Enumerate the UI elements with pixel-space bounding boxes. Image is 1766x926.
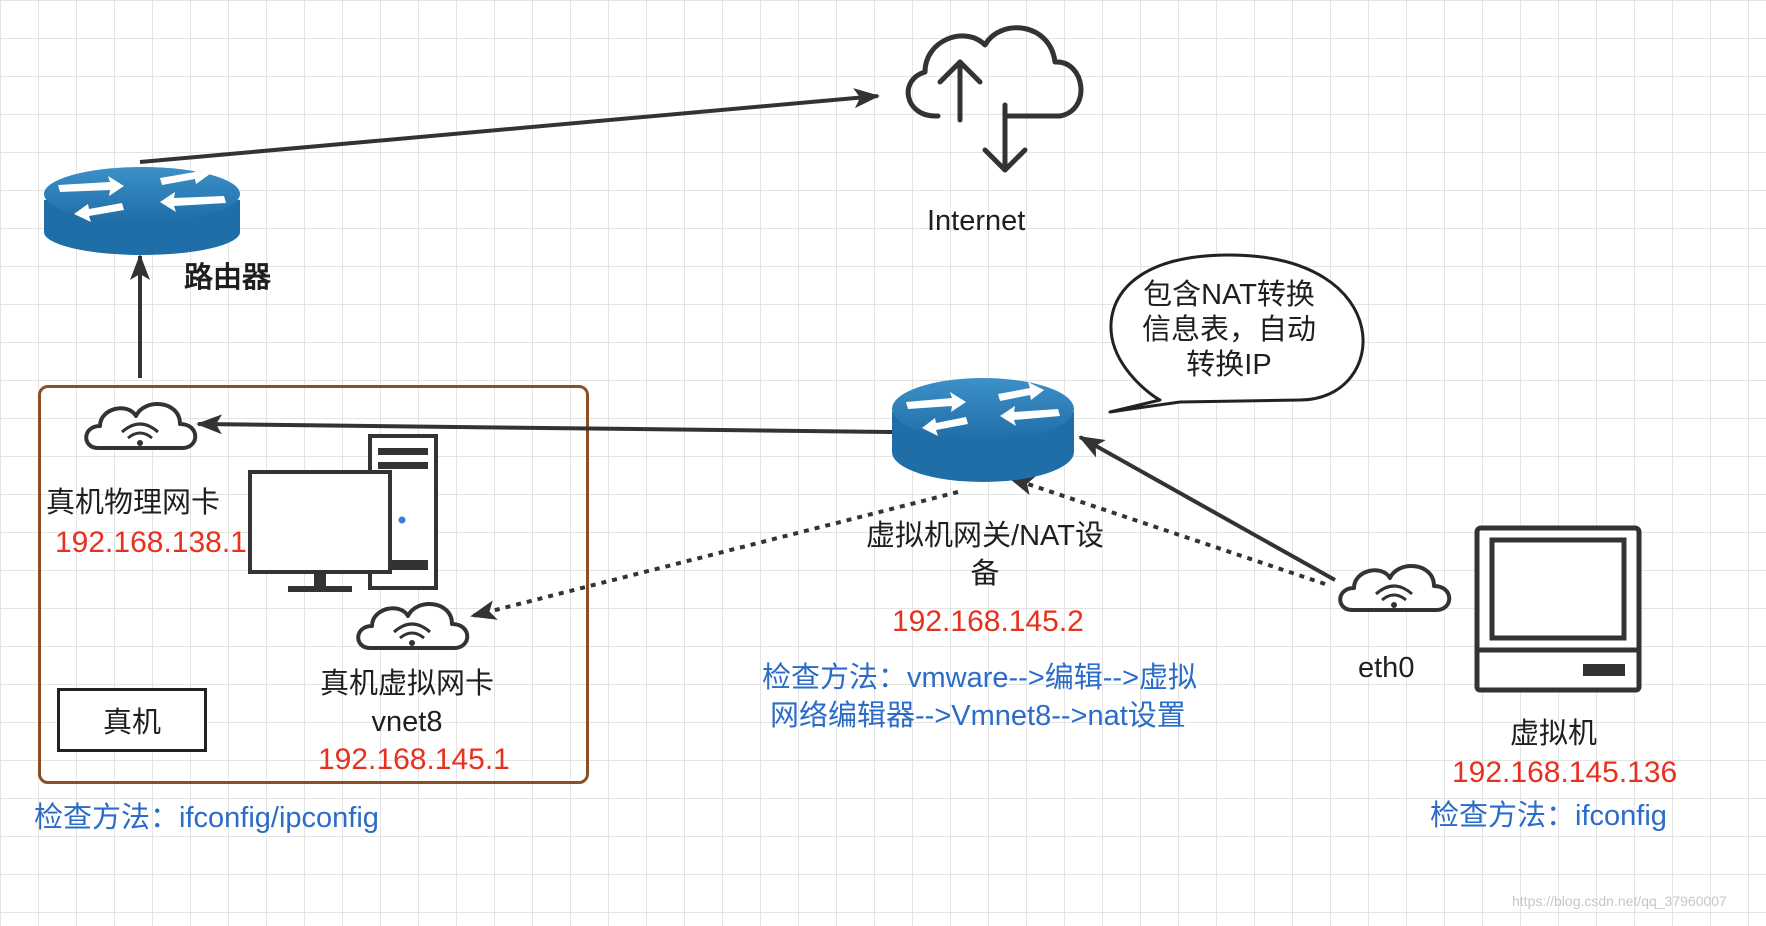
- physical-nic-name: 真机物理网卡: [46, 487, 221, 519]
- host-desktop-computer-icon: [248, 434, 438, 592]
- nat-bubble-line: 转换IP: [1186, 348, 1272, 381]
- virtual-nic-wifi-cloud-icon: [356, 602, 470, 650]
- vm-eth0-label: eth0: [1358, 652, 1415, 684]
- nat-bubble-text: 包含NAT转换 信息表，自动 转换IP: [1118, 278, 1340, 382]
- router-icon: [44, 166, 240, 255]
- link-eth0-to-nat: [1078, 435, 1336, 582]
- nat-gateway-label-line1: 虚拟机网关/NAT设: [866, 520, 1104, 552]
- nat-check-method-line1: 检查方法：vmware-->编辑-->虚拟: [762, 662, 1198, 694]
- virtual-nic-ip: 192.168.145.1: [318, 743, 510, 776]
- vm-label: 虚拟机: [1510, 718, 1598, 750]
- nat-gateway-label-line2: 备: [970, 558, 1000, 590]
- internet-cloud-icon: [905, 25, 1084, 173]
- physical-nic-ip: 192.168.138.1: [55, 526, 247, 559]
- virtual-nic-name: 真机虚拟网卡: [319, 668, 494, 700]
- physical-nic-wifi-cloud-icon: [84, 402, 198, 450]
- host-machine-box: [38, 385, 589, 784]
- nat-bubble-line: 包含NAT转换: [1143, 279, 1315, 311]
- internet-label: Internet: [927, 205, 1026, 237]
- watermark: https://blog.csdn.net/qq_37960007: [1512, 893, 1727, 909]
- host-tag-label: 真机: [102, 707, 161, 739]
- link-router-to-internet: [139, 88, 880, 164]
- router-label: 路由器: [184, 262, 272, 294]
- virtual-nic-iface: vnet8: [371, 706, 443, 738]
- nat-check-method-line2: 网络编辑器-->Vmnet8-->nat设置: [770, 700, 1186, 732]
- nat-gateway-ip: 192.168.145.2: [892, 605, 1084, 638]
- dotted-link-nat-to-vnet8: [470, 490, 959, 620]
- vm-check-method: 检查方法：ifconfig: [1430, 800, 1667, 832]
- virtual-machine-computer-icon: [1474, 525, 1642, 693]
- host-check-method: 检查方法：ifconfig/ipconfig: [34, 802, 379, 834]
- vm-ip: 192.168.145.136: [1452, 756, 1678, 789]
- dotted-link-eth0-to-nat: [1008, 476, 1326, 586]
- eth0-wifi-cloud-icon: [1338, 564, 1452, 612]
- link-nat-to-physical-nic: [196, 414, 893, 435]
- nat-bubble-line: 信息表，自动: [1141, 313, 1316, 346]
- nat-router-icon: [892, 378, 1074, 482]
- host-tag-box: 真机: [57, 688, 207, 752]
- nat-speech-bubble: [1108, 253, 1365, 414]
